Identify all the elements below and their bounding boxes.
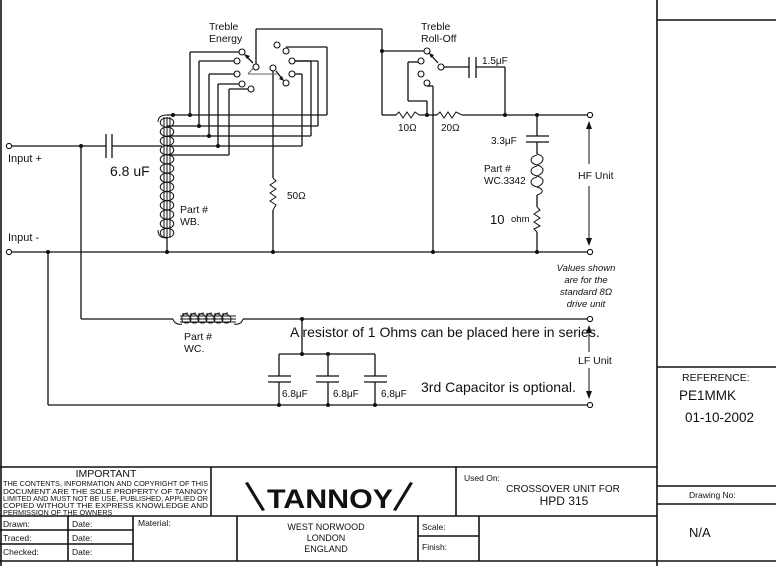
reference-panel: REFERENCE: PE1MMK 01-10-2002 [679,372,754,425]
autotransformer-coil-symbol [157,114,175,239]
lf-inductor-part-label: Part # [184,331,212,343]
note-line-3: standard 8Ω [560,287,612,298]
input-minus-terminal [5,248,13,256]
checked-date-label: Date: [72,547,92,557]
address-line-3: ENGLAND [304,544,348,554]
lf-capacitor-3-label: 6,8μF [381,389,407,400]
checked-label: Checked: [3,547,39,557]
tannoy-wordmark: TANNOY [267,484,393,514]
hf-inductor-symbol [530,153,544,196]
lf-unit-label: LF Unit [578,355,612,367]
note-line-2: are for the [564,275,607,286]
lf-capacitor-1-label: 6.8μF [282,389,308,400]
title-block [0,466,776,562]
hf-resistor-symbol [533,206,541,233]
treble-rolloff-switch [417,47,445,87]
lf-capacitor-2-label: 6.8μF [333,389,359,400]
address-line-1: WEST NORWOOD [287,522,365,532]
copyright-line-2: DOCUMENT ARE THE SOLE PROPERTY OF TANNOY [3,487,208,496]
note-line-4: drive unit [567,299,606,310]
scale-label: Scale: [422,522,446,532]
material-label: Material: [138,518,171,528]
wiring [12,28,588,406]
lf-capacitor-bank [268,375,387,383]
input-capacitor-label: 6.8 uF [110,163,150,179]
energy-resistor-symbol [269,177,277,211]
reference-code: PE1MMK [679,388,736,403]
input-plus-terminal [5,142,13,150]
input-capacitor-symbol [105,134,113,158]
hf-resistor-value: 10 [490,212,504,227]
copyright-notice: THE CONTENTS, INFORMATION AND COPYRIGHT … [3,479,208,517]
autotransformer-part-id: WB. [180,216,200,228]
drawn-label: Drawn: [3,519,30,529]
traced-date-label: Date: [72,533,92,543]
treble-rolloff-label-line1: Treble [421,21,451,33]
autotransformer-part-label: Part # [180,204,208,216]
drawing-number-label: Drawing No: [689,490,736,500]
input-plus-label: Input + [8,153,42,165]
r1-resistor-symbol [395,111,420,119]
drawing-number: N/A [689,525,711,540]
hf-resistor-unit: ohm [511,214,530,225]
r2-resistor-symbol [436,111,463,119]
hf-unit-label: HF Unit [578,170,614,182]
copyright-line-1: THE CONTENTS, INFORMATION AND COPYRIGHT … [3,479,208,488]
treble-energy-label-line2: Energy [209,33,243,45]
product-line-2: HPD 315 [540,494,589,508]
product-line-1: CROSSOVER UNIT FOR [506,484,620,495]
hf-inductor-part-label: Part # [484,164,511,175]
input-minus-label: Input - [8,232,40,244]
rolloff-capacitor-label: 1.5μF [482,56,508,67]
hf-unit-terminals [586,111,594,256]
hf-capacitor-symbol [526,135,549,143]
finish-label: Finish: [422,542,447,552]
copyright-line-5: PERMISSION OF THE OWNERS [3,508,112,517]
lf-unit-terminals [586,315,594,409]
r1-resistor-label: 10Ω [398,123,417,134]
copyright-line-3: LIMITED AND MUST NOT BE USE, PUBLISHED, … [3,494,208,503]
energy-resistor-label: 50Ω [287,191,306,202]
used-on-label: Used On: [464,473,500,483]
traced-label: Traced: [3,533,32,543]
drawn-date-label: Date: [72,519,92,529]
resistor-note: A resistor of 1 Ohms can be placed here … [290,324,600,340]
reference-date: 01-10-2002 [685,410,754,425]
r2-resistor-label: 20Ω [441,123,460,134]
hf-inductor-part-id: WC.3342 [484,176,526,187]
lf-inductor-symbol [172,312,244,325]
treble-rolloff-label-line2: Roll-Off [421,33,456,45]
tannoy-logo: TANNOY [245,482,413,514]
copyright-line-4: COPIED WITHOUT THE EXPRESS KNOWLEDGE AND [3,501,208,510]
treble-energy-switch [233,41,296,93]
note-line-1: Values shown [557,263,616,274]
hf-capacitor-label: 3.3μF [491,136,517,147]
junction-dots [46,49,539,407]
lf-inductor-part-id: WC. [184,343,204,355]
treble-energy-label-line1: Treble [209,21,239,33]
reference-label: REFERENCE: [682,372,750,384]
capacitor-note: 3rd Capacitor is optional. [421,379,576,395]
important-heading: IMPORTANT [76,468,137,480]
rolloff-capacitor-symbol [468,57,477,78]
impedance-note: Values shown are for the standard 8Ω dri… [557,263,616,310]
address-line-2: LONDON [307,533,346,543]
